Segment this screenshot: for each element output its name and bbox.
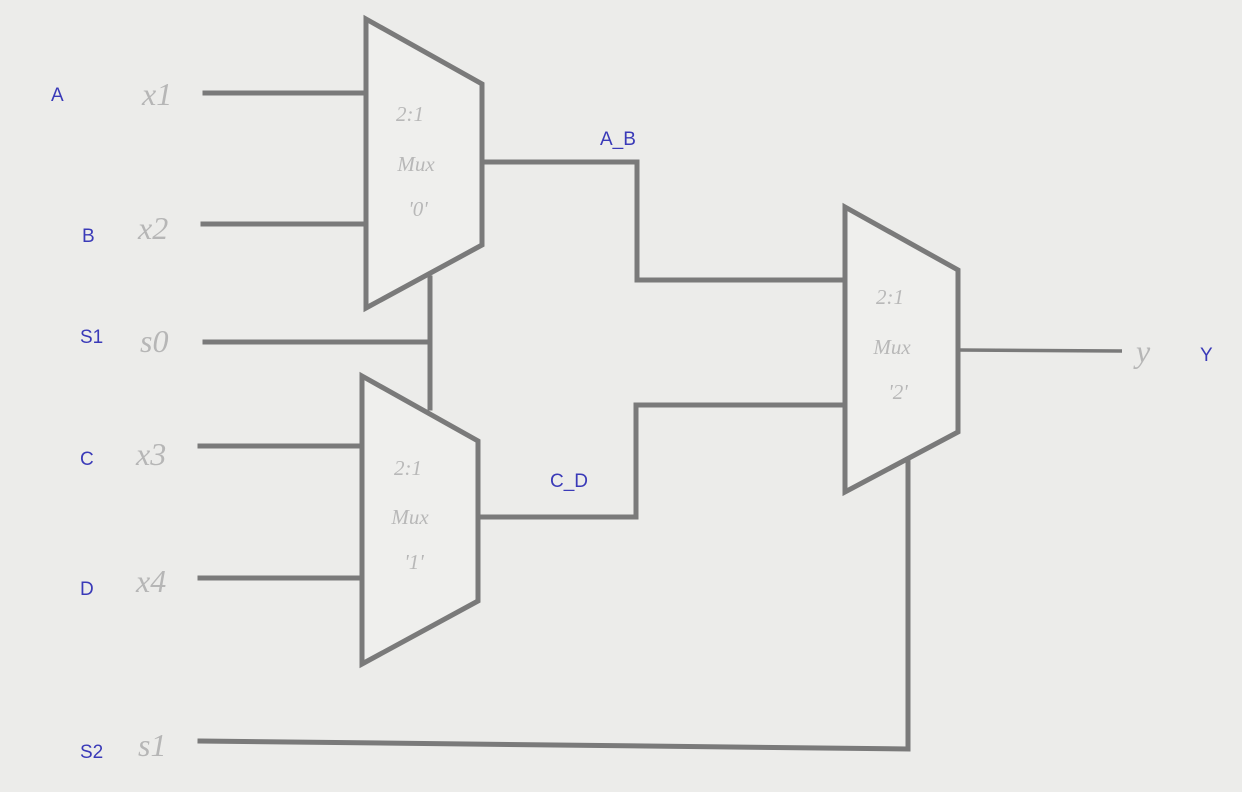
wire-c-d (475, 402, 848, 520)
net-label-c-d: C_D (550, 471, 588, 492)
mux-2-ratio: 2:1 (876, 285, 904, 309)
mux-1-ratio: 2:1 (394, 456, 422, 480)
var-label-y: y (1133, 333, 1151, 369)
var-label-x3: x3 (135, 436, 166, 472)
wire-a-b (479, 159, 848, 283)
mux-1: 2:1 Mux '1' (359, 371, 481, 669)
mux-2: 2:1 Mux '2' (842, 202, 961, 497)
mux-0-kind: Mux (396, 152, 435, 176)
mux-2-id: '2' (888, 380, 908, 404)
var-label-s0: s0 (140, 323, 168, 359)
signal-label-a: A (51, 85, 64, 106)
signal-label-s1: S1 (80, 327, 103, 348)
signal-label-c: C (80, 449, 94, 470)
mux-1-id: '1' (404, 550, 424, 574)
mux-0-ratio: 2:1 (396, 102, 424, 126)
signal-label-b: B (82, 226, 95, 247)
mux-1-kind: Mux (390, 505, 429, 529)
var-label-s1: s1 (138, 727, 166, 763)
signal-label-y: Y (1200, 345, 1213, 366)
net-label-a-b: A_B (600, 129, 636, 150)
mux-0: 2:1 Mux '0' (363, 14, 485, 313)
wire-y (957, 348, 1123, 353)
var-label-x2: x2 (137, 210, 168, 246)
signal-label-d: D (80, 579, 94, 600)
mux-0-id: '0' (408, 197, 428, 221)
var-label-x4: x4 (135, 563, 166, 599)
var-label-x1: x1 (141, 76, 172, 112)
signal-label-s2: S2 (80, 742, 103, 763)
mux-2-kind: Mux (872, 335, 911, 359)
wire-s1 (197, 459, 911, 752)
